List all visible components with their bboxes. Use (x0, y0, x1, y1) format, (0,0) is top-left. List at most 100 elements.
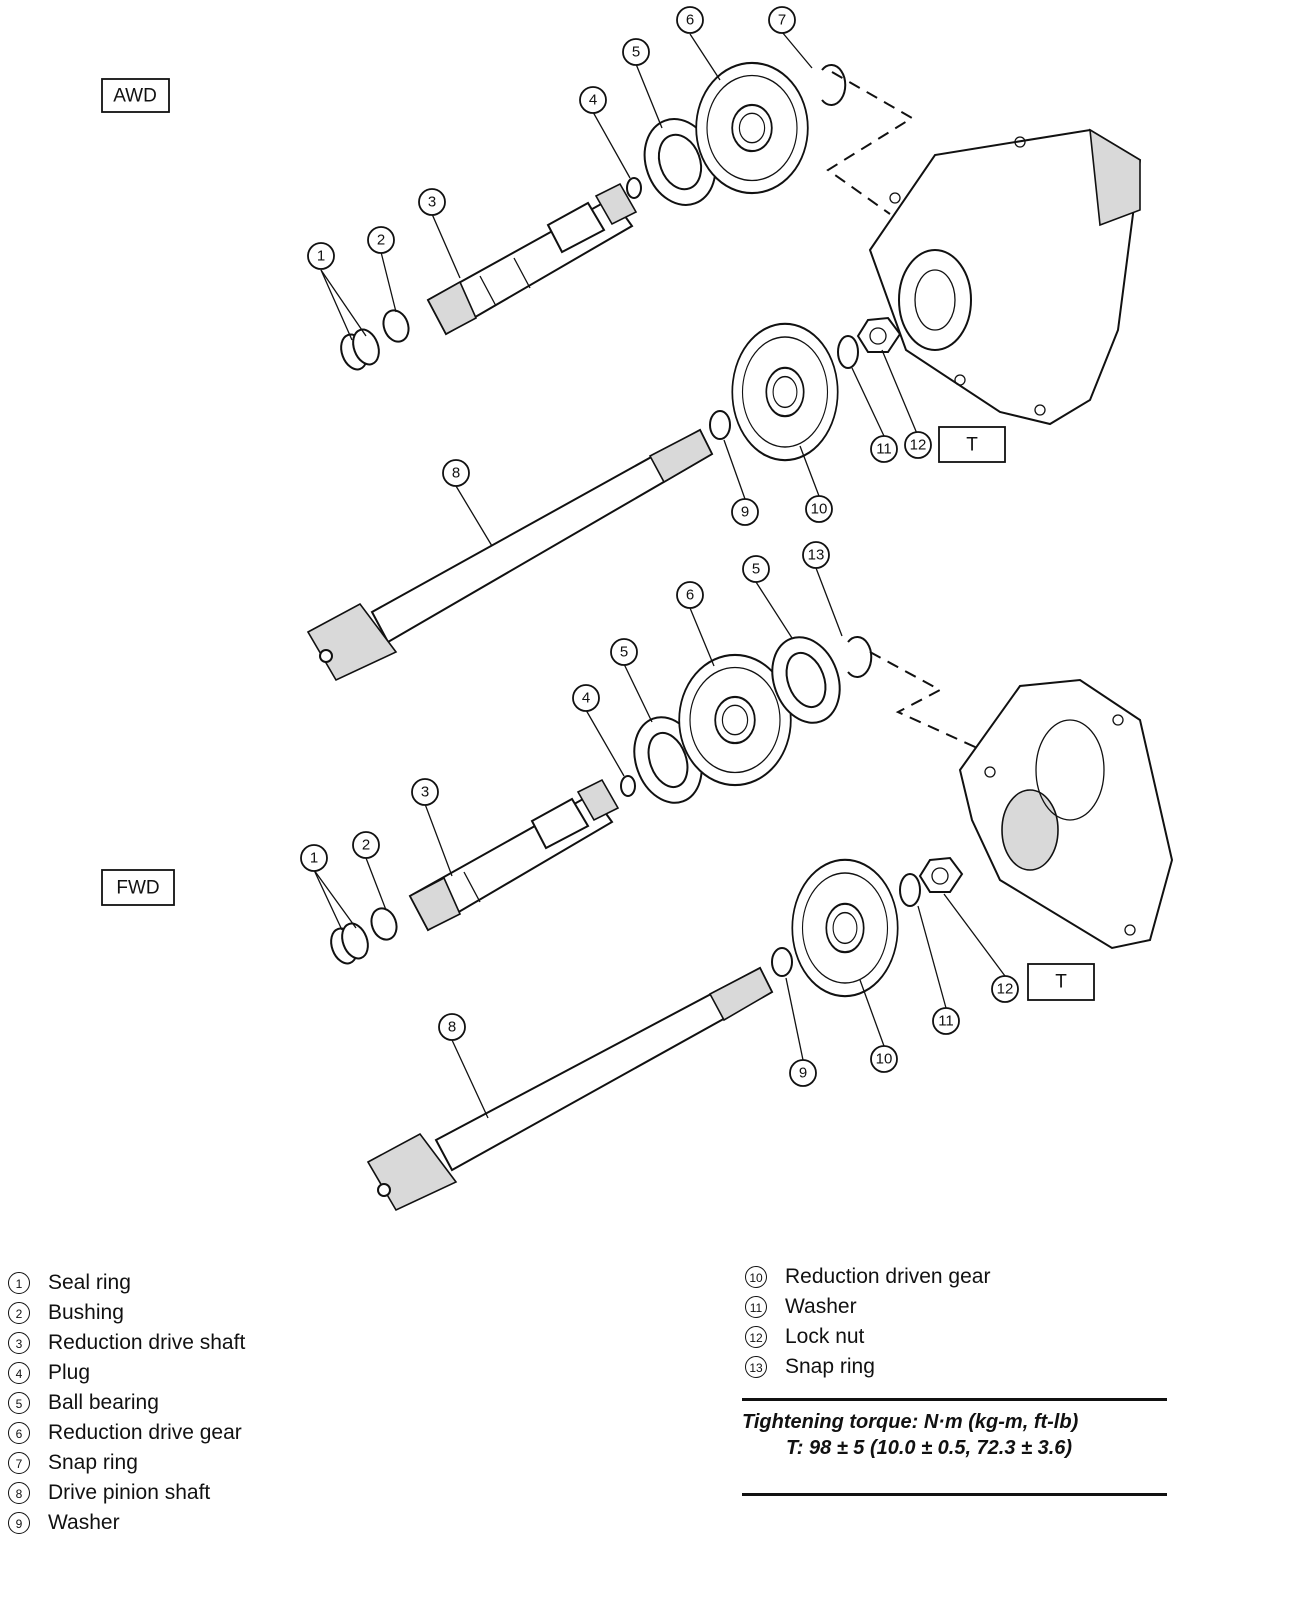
lock-nut (856, 316, 902, 353)
callout-10: 10 (805, 495, 833, 523)
callout-3: 3 (418, 188, 446, 216)
transfer-case-housing (868, 128, 1142, 426)
washer (837, 335, 859, 369)
callout-11: 11 (932, 1007, 960, 1035)
seal-ring (330, 922, 369, 965)
svg-text:2: 2 (362, 837, 370, 854)
torque-heading: Tightening torque: N·m (kg-m, ft-lb) (742, 1411, 1079, 1433)
callout-4: 4 (579, 86, 607, 114)
ball-bearing (771, 636, 841, 724)
svg-text:7: 7 (778, 12, 786, 29)
snap-ring (821, 64, 847, 106)
awd-box (101, 78, 170, 113)
reduction-driven-gear (731, 322, 839, 462)
torque-box (938, 426, 1006, 463)
callout-9: 9 (731, 498, 759, 526)
svg-text:3: 3 (421, 784, 429, 801)
washer (899, 873, 921, 907)
callout-6: 6 (676, 6, 704, 34)
callout-13: 13 (802, 541, 830, 569)
awd-label: AWD (113, 86, 157, 107)
seal-ring (340, 328, 380, 371)
callout-5: 5 (622, 38, 650, 66)
torque-spec: Tightening torque: N·m (kg-m, ft-lb) T: … (742, 1398, 1167, 1496)
torque-box-label: T (1055, 972, 1067, 993)
fwd-section: FWD (101, 636, 1174, 1212)
callout-6: 6 (676, 581, 704, 609)
transfer-case-housing (958, 678, 1174, 950)
svg-text:9: 9 (741, 504, 749, 521)
callout-10: 10 (870, 1045, 898, 1073)
torque-value: T: 98 ± 5 (10.0 ± 0.5, 72.3 ± 3.6) (786, 1437, 1073, 1459)
callout-9: 9 (789, 1059, 817, 1087)
svg-text:4: 4 (582, 690, 590, 707)
svg-text:5: 5 (752, 561, 760, 578)
svg-text:10: 10 (876, 1051, 893, 1068)
callout-5: 5 (610, 638, 638, 666)
lock-nut (918, 856, 964, 893)
callout-1: 1 (300, 844, 328, 872)
svg-text:2: 2 (377, 232, 385, 249)
svg-text:13: 13 (808, 547, 825, 564)
callout-11: 11 (870, 435, 898, 463)
drive-pinion-shaft (366, 966, 774, 1212)
reduction-drive-shaft (408, 778, 620, 932)
plug (620, 775, 636, 797)
svg-text:8: 8 (452, 465, 460, 482)
svg-text:12: 12 (997, 981, 1014, 998)
svg-text:12: 12 (910, 437, 927, 454)
callout-2: 2 (367, 226, 395, 254)
torque-box-label: T (966, 435, 978, 456)
svg-text:9: 9 (799, 1065, 807, 1082)
bushing (370, 907, 398, 941)
drive-pinion-shaft (306, 428, 714, 682)
svg-text:3: 3 (428, 194, 436, 211)
reduction-drive-gear (695, 61, 809, 195)
callout-3: 3 (411, 778, 439, 806)
reduction-drive-shaft (426, 182, 638, 336)
callout-12: 12 (904, 431, 932, 459)
callout-12: 12 (991, 975, 1019, 1003)
callout-1: 1 (307, 242, 335, 270)
svg-text:1: 1 (310, 850, 318, 867)
awd-callouts (320, 31, 919, 547)
svg-text:4: 4 (589, 92, 597, 109)
svg-text:6: 6 (686, 12, 694, 29)
svg-text:6: 6 (686, 587, 694, 604)
torque-box (1027, 963, 1095, 1001)
svg-text:5: 5 (620, 644, 628, 661)
awd-section: AWD (101, 61, 1142, 682)
callout-2: 2 (352, 831, 380, 859)
svg-text:11: 11 (876, 441, 892, 458)
bushing (382, 309, 410, 343)
svg-text:8: 8 (448, 1019, 456, 1036)
svg-text:11: 11 (938, 1013, 954, 1030)
svg-text:1: 1 (317, 248, 325, 265)
callout-5: 5 (742, 555, 770, 583)
reduction-driven-gear (791, 858, 899, 998)
washer (709, 410, 731, 440)
fwd-box (101, 869, 175, 906)
callout-8: 8 (442, 459, 470, 487)
plug (626, 177, 642, 199)
svg-text:10: 10 (811, 501, 828, 518)
washer (771, 947, 793, 977)
callout-7: 7 (768, 6, 796, 34)
fwd-label: FWD (116, 878, 159, 899)
callout-4: 4 (572, 684, 600, 712)
